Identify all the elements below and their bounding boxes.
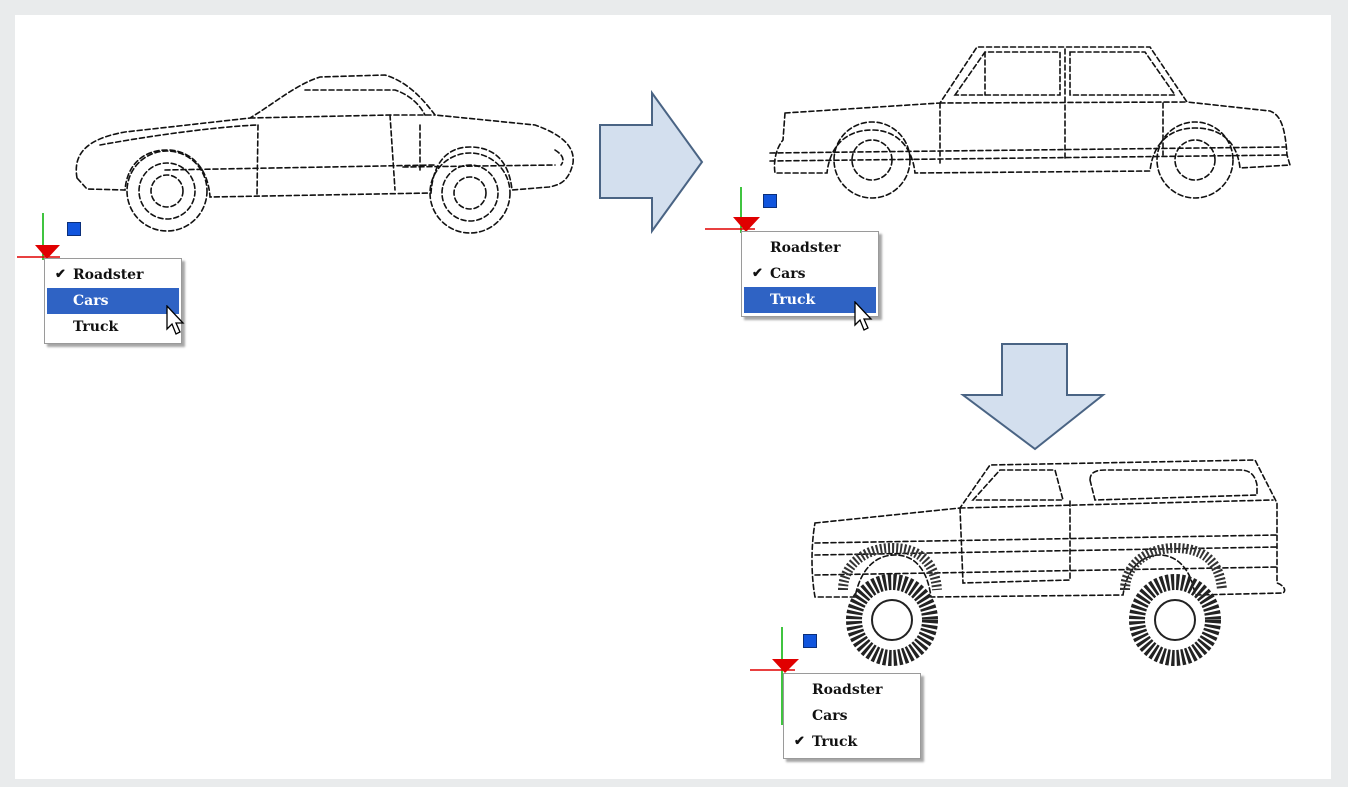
menu-item-label: Truck bbox=[73, 319, 119, 335]
truck-tires bbox=[838, 542, 1227, 666]
menu-item-cars[interactable]: Cars bbox=[47, 288, 179, 314]
menu-item-label: Truck bbox=[770, 292, 816, 308]
insertion-point-3 bbox=[750, 627, 799, 725]
check-icon: ✔ bbox=[752, 266, 763, 281]
visibility-menu-3: Roadster Cars ✔ Truck bbox=[783, 673, 921, 759]
lookup-grip-3[interactable] bbox=[803, 634, 817, 648]
insertion-point-2 bbox=[705, 187, 760, 233]
menu-item-label: Truck bbox=[812, 734, 858, 750]
menu-item-label: Roadster bbox=[73, 267, 144, 283]
visibility-menu-1: ✔ Roadster Cars Truck bbox=[44, 258, 182, 344]
lookup-grip-2[interactable] bbox=[763, 194, 777, 208]
menu-item-cars[interactable]: ✔ Cars bbox=[744, 261, 876, 287]
check-icon: ✔ bbox=[55, 267, 66, 282]
mouse-cursor-icon bbox=[166, 305, 185, 335]
menu-item-roadster[interactable]: Roadster bbox=[744, 235, 876, 261]
mouse-cursor-icon bbox=[854, 301, 873, 331]
check-icon: ✔ bbox=[794, 734, 805, 749]
down-arrow-icon bbox=[960, 343, 1106, 451]
menu-item-label: Cars bbox=[812, 708, 848, 724]
menu-item-roadster[interactable]: ✔ Roadster bbox=[47, 262, 179, 288]
menu-item-truck[interactable]: Truck bbox=[47, 314, 179, 340]
sedan-outline-icon bbox=[769, 46, 1292, 199]
insertion-point-1 bbox=[17, 213, 60, 260]
menu-item-label: Cars bbox=[73, 293, 109, 309]
right-arrow-icon bbox=[599, 89, 704, 235]
menu-item-truck[interactable]: ✔ Truck bbox=[786, 729, 918, 755]
menu-item-truck[interactable]: Truck bbox=[744, 287, 876, 313]
menu-item-roadster[interactable]: Roadster bbox=[786, 677, 918, 703]
lookup-grip-1[interactable] bbox=[67, 222, 81, 236]
menu-item-label: Roadster bbox=[770, 240, 841, 256]
vehicle-drawing bbox=[17, 46, 1292, 725]
menu-item-cars[interactable]: Cars bbox=[786, 703, 918, 729]
menu-item-label: Roadster bbox=[812, 682, 883, 698]
drawing-canvas: ✔ Roadster Cars Truck Roadster ✔ Cars Tr… bbox=[15, 15, 1331, 779]
menu-item-label: Cars bbox=[770, 266, 806, 282]
roadster-outline-icon bbox=[75, 74, 574, 234]
